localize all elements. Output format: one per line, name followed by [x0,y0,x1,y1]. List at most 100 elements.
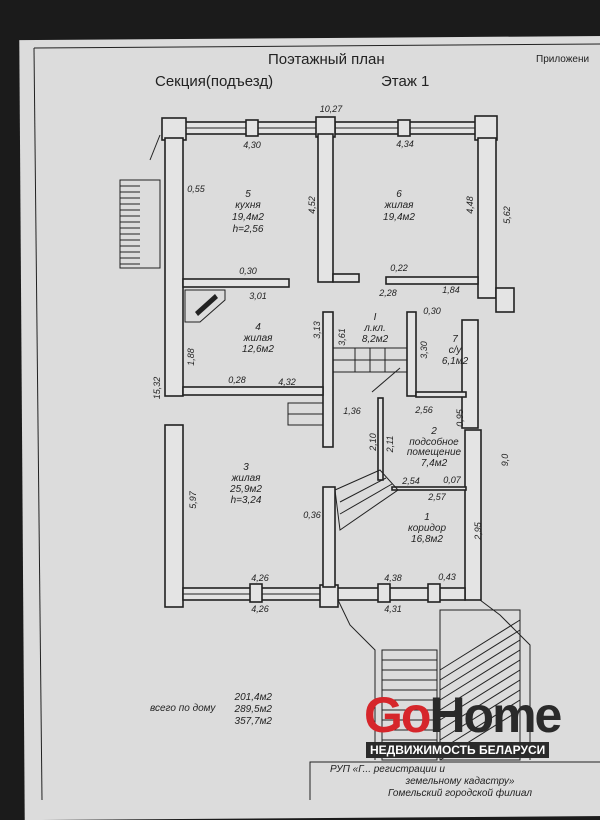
svg-text:19,4м2: 19,4м2 [232,212,264,223]
stamp-block: РУП «Г... регистрации и земельному кадас… [309,761,600,800]
logo-subtitle: НЕДВИЖИМОСТЬ БЕЛАРУСИ [366,742,550,758]
svg-text:5,97: 5,97 [188,490,198,509]
svg-text:9,0: 9,0 [500,454,510,467]
svg-text:с/у: с/у [449,345,463,356]
svg-text:3,01: 3,01 [249,291,267,301]
room-1: 1 коридор 16,8м2 [408,512,446,545]
svg-text:0,30: 0,30 [423,306,441,316]
porch-step [439,659,521,711]
svg-text:4,26: 4,26 [251,604,269,614]
svg-text:2,10: 2,10 [368,433,378,452]
svg-text:0,30: 0,30 [239,266,257,276]
floor-plan-drawing: Поэтажный план Секция(подъезд) Этаж 1 Пр… [33,43,600,800]
svg-text:16,8м2: 16,8м2 [411,534,443,545]
svg-text:1: 1 [424,512,430,523]
svg-text:подсобное: подсобное [409,436,459,448]
svg-text:2,56: 2,56 [414,405,433,415]
frame-top [33,43,600,49]
svg-text:2,28: 2,28 [378,288,397,298]
svg-text:коридор: коридор [408,523,446,534]
svg-text:3,61: 3,61 [337,328,347,346]
svg-text:289,5м2: 289,5м2 [234,704,273,715]
svg-text:3: 3 [243,462,249,473]
svg-text:0,22: 0,22 [390,263,408,273]
svg-text:жилая: жилая [243,333,274,344]
svg-text:357,7м2: 357,7м2 [235,716,273,727]
svg-text:1,84: 1,84 [442,285,460,295]
svg-text:5: 5 [245,189,251,200]
porch-step [439,699,521,751]
frame-left [33,47,43,800]
svg-text:10,27: 10,27 [320,104,344,114]
plan-title: Поэтажный план [268,51,385,68]
svg-text:3,30: 3,30 [419,341,429,359]
svg-text:0,55: 0,55 [187,184,206,194]
gohome-watermark-logo: GoHome [364,687,562,743]
porch-step [439,689,521,741]
room-I-stairwell: I л.кл. 8,2м2 [362,312,389,345]
svg-text:0,43: 0,43 [438,572,456,582]
svg-text:25,9м2: 25,9м2 [229,484,262,495]
svg-text:жилая: жилая [231,473,262,484]
svg-text:жилая: жилая [384,200,415,211]
room-4: 4 жилая 12,6м2 [242,322,274,355]
svg-text:2,95: 2,95 [473,521,483,541]
svg-text:5,62: 5,62 [502,206,512,224]
floor-label: Этаж 1 [381,73,429,90]
svg-text:6: 6 [396,189,402,200]
svg-text:8,2м2: 8,2м2 [362,334,389,345]
internal-stairs [287,347,408,531]
svg-text:0,36: 0,36 [303,510,321,520]
svg-text:РУП «Г... регистрации и: РУП «Г... регистрации и [330,764,445,775]
porch-step [439,669,521,721]
svg-text:помещение: помещение [407,447,462,458]
room-3: 3 жилая 25,9м2 h=3,24 [229,462,262,506]
dimension-labels: 10,27 4,30 4,34 0,55 4,52 4,48 5,62 0,30… [152,104,512,614]
svg-text:I: I [374,312,377,323]
svg-text:19,4м2: 19,4м2 [383,212,415,223]
svg-text:4,32: 4,32 [278,377,296,387]
svg-text:4,34: 4,34 [396,139,414,149]
svg-text:4,26: 4,26 [251,573,269,583]
svg-text:л.кл.: л.кл. [363,323,386,334]
porch-step [439,679,521,731]
svg-text:4,38: 4,38 [384,573,402,583]
porch-step [439,649,521,701]
walls [161,115,515,608]
section-label: Секция(подъезд) [155,73,273,90]
room-7: 7 с/у 6,1м2 [442,334,469,367]
svg-text:кухня: кухня [235,200,261,211]
logo-home: Home [429,687,562,743]
svg-text:4,30: 4,30 [243,140,261,150]
svg-text:h=2,56: h=2,56 [233,224,264,235]
svg-text:4: 4 [255,322,261,333]
svg-text:h=3,24: h=3,24 [231,495,262,506]
svg-text:3,13: 3,13 [312,321,322,339]
room-5: 5 кухня 19,4м2 h=2,56 [232,189,264,235]
porch-step [439,619,521,671]
svg-text:0,95: 0,95 [455,408,465,427]
appendix-label: Приложени [536,54,589,65]
house-totals: всего по дому 201,4м2 289,5м2 357,7м2 [150,692,272,727]
stove-icon [184,289,226,323]
svg-text:201,4м2: 201,4м2 [234,692,273,703]
svg-text:Гомельский городской филиал: Гомельский городской филиал [388,787,532,799]
svg-text:4,31: 4,31 [384,604,402,614]
svg-text:0,07: 0,07 [443,475,462,485]
room-6: 6 жилая 19,4м2 [383,189,415,223]
svg-text:15,32: 15,32 [152,377,162,400]
svg-text:12,6м2: 12,6м2 [242,344,274,355]
svg-text:7,4м2: 7,4м2 [421,458,448,469]
svg-text:2,54: 2,54 [401,476,420,486]
svg-text:2,57: 2,57 [427,492,447,502]
svg-text:2: 2 [430,426,437,437]
svg-text:1,36: 1,36 [343,406,361,416]
svg-text:всего по дому: всего по дому [150,703,216,714]
left-stairs [119,134,161,269]
svg-text:земельному кадастру»: земельному кадастру» [405,776,515,787]
porch-step [439,629,521,681]
logo-go: Go [364,687,431,743]
svg-text:7: 7 [452,334,458,345]
svg-text:2,11: 2,11 [385,436,395,454]
svg-text:6,1м2: 6,1м2 [442,356,469,367]
